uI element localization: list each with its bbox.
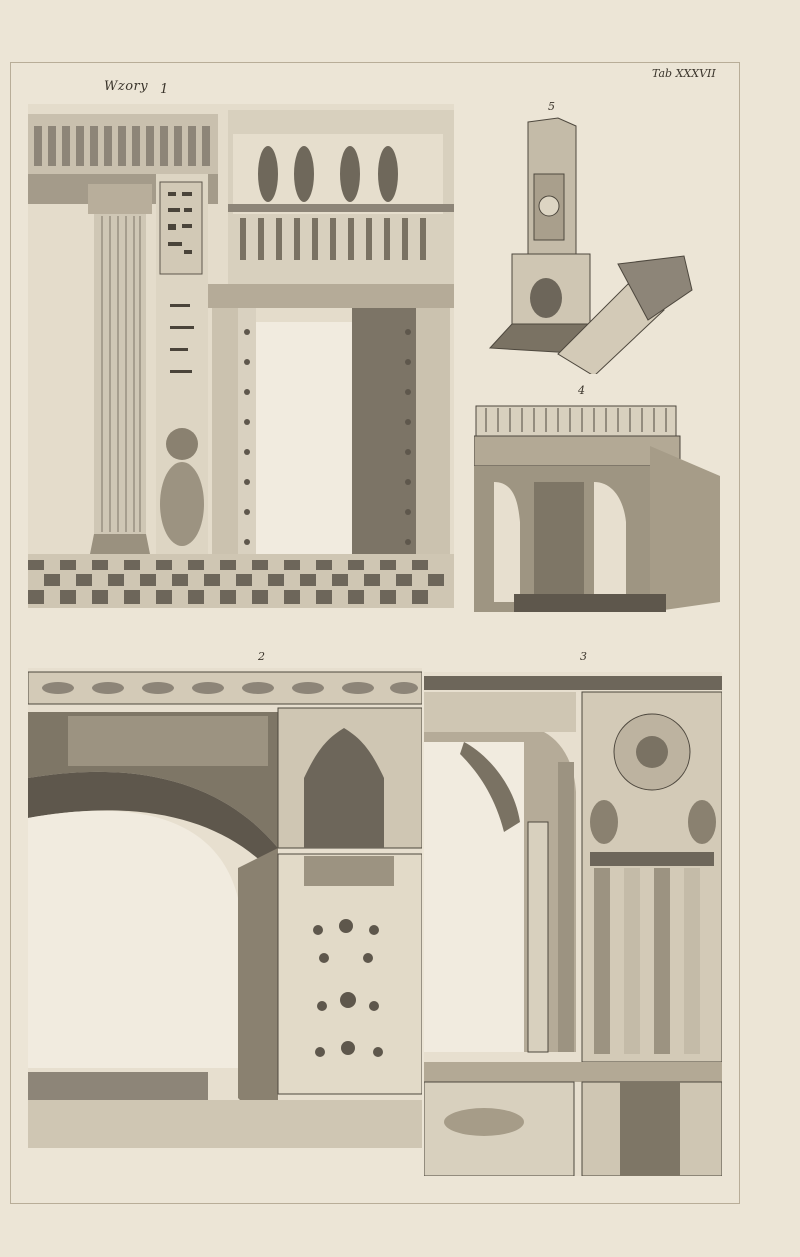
- figure-3-caryatid-pilaster: [424, 672, 722, 1176]
- figure-number-3: 3: [580, 650, 587, 663]
- figure-2-gothic-interior: [28, 668, 422, 1148]
- figure-4-pavilion: [474, 402, 722, 618]
- figure-number-1: 1: [160, 82, 169, 97]
- figure-number-4: 4: [578, 384, 585, 397]
- figure-number-2: 2: [258, 650, 265, 663]
- plate-tab-label: Tab XXXVII: [652, 67, 716, 80]
- figure-1-egyptian-doorway: [28, 104, 454, 608]
- plate-title: Wzory: [104, 79, 149, 94]
- figure-5-pedestal-column: [488, 114, 698, 374]
- figure-number-5: 5: [548, 100, 555, 113]
- plate-border: [10, 62, 740, 1204]
